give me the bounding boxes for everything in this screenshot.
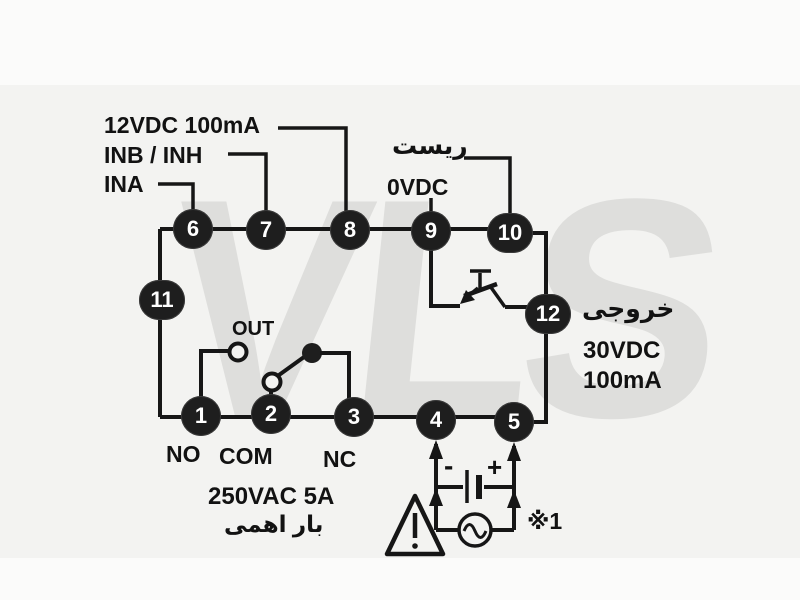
reset-lead-wire xyxy=(464,156,512,233)
terminal-5: 5 xyxy=(494,402,534,442)
emitter-arrow-icon xyxy=(460,290,475,304)
page-margin-bottom xyxy=(0,558,800,600)
terminal-1: 1 xyxy=(181,396,221,436)
terminal-9: 9 xyxy=(411,211,451,251)
inb-inh-label: INB / INH xyxy=(104,142,203,168)
transistor-icon xyxy=(429,231,548,309)
arrow-up-icon xyxy=(507,490,521,508)
terminal-3: 3 xyxy=(334,397,374,437)
terminal-7: 7 xyxy=(246,210,286,250)
terminal-2: 2 xyxy=(251,394,291,434)
arrow-up-icon xyxy=(429,440,443,459)
output-voltage-label: 30VDC xyxy=(583,337,661,364)
note-ref-label: ※1 xyxy=(527,508,563,534)
terminal-10: 10 xyxy=(487,213,533,253)
enclosure-outline xyxy=(158,227,548,424)
terminal-8: 8 xyxy=(330,210,370,250)
page-margin-top xyxy=(0,0,800,85)
zero-vdc-label: 0VDC xyxy=(387,174,449,200)
ac-source-icon xyxy=(436,512,514,548)
ina-label: INA xyxy=(104,171,144,197)
terminal-4: 4 xyxy=(416,400,456,440)
power-supply-circuit xyxy=(384,440,521,557)
com-label: COM xyxy=(219,443,273,469)
scan-background xyxy=(0,85,800,558)
battery-minus-label: - xyxy=(444,450,454,481)
terminal-12: 12 xyxy=(525,294,571,334)
no-contact-icon xyxy=(227,341,249,363)
contact-rating-label: 250VAC 5A xyxy=(208,483,335,510)
battery-icon xyxy=(436,470,514,503)
inb-lead-wire xyxy=(228,152,268,229)
nc-label: NC xyxy=(323,446,357,472)
terminal-11: 11 xyxy=(139,280,185,320)
switch-arm xyxy=(277,355,306,377)
arrow-up-icon xyxy=(507,442,521,461)
terminal-6: 6 xyxy=(173,209,213,249)
reset-label-farsi: ریست xyxy=(392,132,468,160)
com-pivot-icon xyxy=(261,371,283,393)
battery-plus-label: + xyxy=(487,452,503,482)
output-label-farsi: خروجی xyxy=(582,295,675,323)
arrow-up-icon xyxy=(429,488,443,506)
supply-lead-wire xyxy=(278,126,348,229)
output-current-label: 100mA xyxy=(583,367,662,394)
resistive-load-label-farsi: بار اهمی xyxy=(224,511,324,537)
out-label: OUT xyxy=(232,318,275,340)
no-label: NO xyxy=(166,441,201,467)
warning-icon xyxy=(384,493,446,557)
supply-label: 12VDC 100mA xyxy=(104,112,260,138)
nc-contact-dot-icon xyxy=(302,343,322,363)
